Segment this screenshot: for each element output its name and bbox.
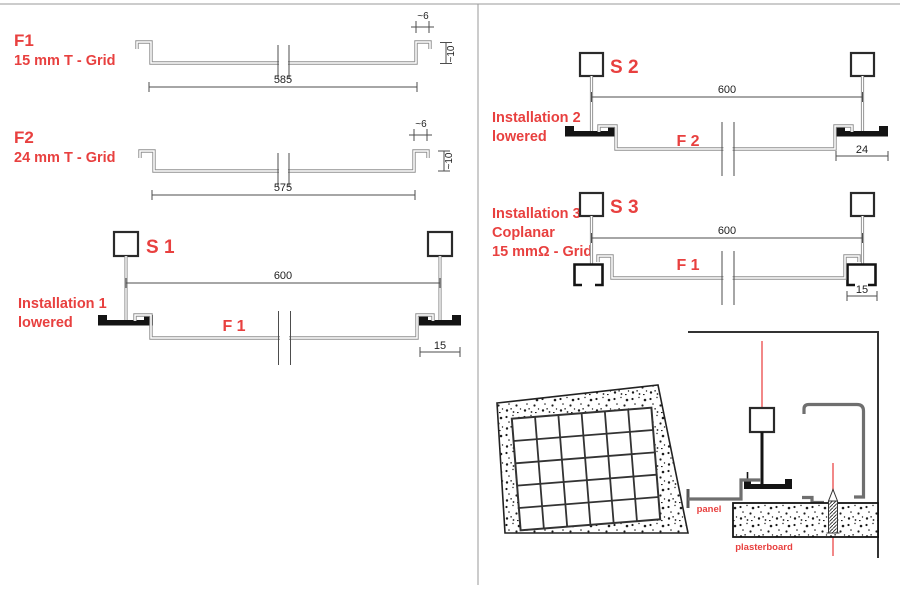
- dim-line-600: [591, 92, 863, 102]
- installation-1-subtitle: lowered: [18, 315, 73, 331]
- profile-label-f1: F 1: [222, 318, 245, 335]
- t-grid-profile-right: [836, 126, 888, 137]
- figure-installation-2: Installation 2 lowered S 2 600 F 2 24: [492, 51, 889, 176]
- screw: [826, 488, 840, 534]
- profile-f1-code: F1: [14, 31, 34, 50]
- dim-600: 600: [718, 84, 736, 96]
- hanger-rods: [124, 256, 442, 320]
- installation-3-title: Installation 3: [492, 206, 581, 222]
- plasterboard-label: plasterboard: [735, 542, 793, 553]
- dim-f1-height: ~10: [446, 45, 457, 62]
- dim-line-15: [846, 291, 878, 301]
- dim-585: 585: [274, 74, 292, 86]
- suspension-label-s1: S 1: [146, 237, 175, 258]
- suspension-bracket: [849, 191, 876, 218]
- dim-15: 15: [856, 284, 868, 296]
- break-gap: [723, 271, 733, 285]
- suspension-bracket: [426, 230, 454, 258]
- omega-grid-profile-right: [846, 263, 877, 287]
- figure-profile-f2: F2 24 mm T - Grid 575 ~6 ~10: [14, 119, 455, 200]
- figure-installation-1: Installation 1 lowered S 1 600 F 1 15: [18, 230, 461, 365]
- break-symbol: [277, 153, 290, 187]
- dim-line-585: [148, 82, 418, 92]
- installation-3-grid-type: 15 mmΩ - Grid: [492, 244, 592, 260]
- break-gap: [723, 142, 733, 156]
- dim-line-24: [835, 151, 889, 161]
- fixing-clip: [802, 495, 824, 505]
- break-symbol: [721, 251, 735, 305]
- t-grid-profile-left: [565, 126, 617, 137]
- dim-f2-height: ~10: [444, 152, 455, 169]
- dim-f2-flange-width: ~6: [415, 119, 427, 130]
- wall-angle-profile: [802, 402, 866, 499]
- page-divider-lines: [0, 3, 900, 585]
- profile-label-f2: F 2: [676, 133, 699, 150]
- dim-line-600: [591, 233, 863, 243]
- dim-line-600: [125, 278, 441, 288]
- panel-support-profile: [688, 478, 761, 501]
- ceiling-and-wall-line: [688, 331, 879, 558]
- break-symbol: [277, 45, 290, 79]
- t-grid-profile-right: [419, 315, 461, 326]
- hanger-rods: [589, 216, 865, 264]
- suspension-bracket: [578, 51, 605, 78]
- dim-600: 600: [274, 270, 292, 282]
- figure-profile-f1: F1 15 mm T - Grid 585 ~6 ~10: [14, 11, 457, 92]
- profile-f2-code: F2: [14, 128, 34, 147]
- suspension-label-s2: S 2: [610, 57, 639, 78]
- dim-line-575: [151, 190, 416, 200]
- plasterboard-section: [732, 502, 879, 538]
- break-gap: [279, 164, 288, 177]
- t-grid-profile-left: [98, 315, 153, 326]
- suspension-bracket: [748, 406, 776, 434]
- profile-label-f1: F 1: [676, 257, 699, 274]
- dim-line-f2-height: [438, 150, 450, 172]
- dim-575: 575: [274, 182, 292, 194]
- suspension-bracket: [578, 191, 605, 218]
- break-gap: [280, 331, 289, 345]
- installation-2-subtitle: lowered: [492, 129, 547, 145]
- dim-line-f1-flange: [411, 21, 434, 33]
- profile-f2-grid-name: 24 mm T - Grid: [14, 150, 116, 166]
- dim-line-f1-height: [440, 42, 452, 64]
- break-symbol: [721, 122, 735, 176]
- suspension-bracket: [849, 51, 876, 78]
- suspension-bracket: [112, 230, 140, 258]
- break-gap: [279, 56, 288, 69]
- dim-f1-flange-width: ~6: [417, 11, 429, 22]
- figure-corner-detail: panel plasterboard: [496, 331, 879, 558]
- installation-3-subtitle: Coplanar: [492, 225, 555, 241]
- profile-f1-grid-name: 15 mm T - Grid: [14, 53, 116, 69]
- dim-15: 15: [434, 340, 446, 352]
- installation-2-title: Installation 2: [492, 110, 581, 126]
- dim-600: 600: [718, 225, 736, 237]
- panel-label: panel: [697, 504, 722, 515]
- break-symbol: [278, 311, 291, 365]
- dim-line-15: [419, 347, 461, 357]
- omega-grid-profile-left: [573, 263, 604, 287]
- dim-24: 24: [856, 144, 868, 156]
- figure-installation-3: Installation 3 Coplanar 15 mmΩ - Grid S …: [492, 191, 878, 305]
- dim-line-f2-flange: [409, 129, 432, 141]
- installation-1-title: Installation 1: [18, 296, 107, 312]
- suspension-label-s3: S 3: [610, 197, 639, 218]
- ceiling-panel-grid: [496, 384, 689, 534]
